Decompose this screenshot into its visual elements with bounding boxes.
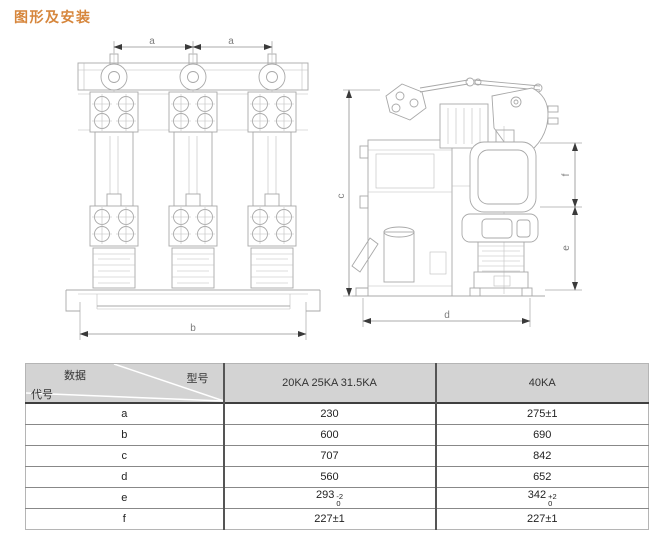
dim-label-f: f bbox=[561, 173, 572, 176]
row-code: a bbox=[25, 402, 224, 425]
side-view-drawing: c f e d bbox=[336, 77, 582, 327]
dim-label-d: d bbox=[444, 310, 450, 321]
column-header-model-2: 40KA bbox=[434, 363, 649, 403]
tolerance-lower: 0 bbox=[336, 499, 341, 508]
corner-diagonal-lines bbox=[26, 364, 224, 402]
row-code: c bbox=[25, 445, 224, 467]
tolerance-upper: -2 bbox=[336, 491, 344, 501]
row-code: b bbox=[25, 424, 224, 446]
row-value-1: 707 bbox=[222, 445, 436, 467]
table-row: f 227±1 227±1 bbox=[25, 508, 649, 530]
dimension-spec-table: 数据 型号 代号 20KA 25KA 31.5KA 40KA a 230 275… bbox=[25, 363, 649, 530]
dim-label-e: e bbox=[561, 245, 572, 251]
corner-label-code: 代号 bbox=[31, 389, 53, 401]
column-header-model-1: 20KA 25KA 31.5KA bbox=[222, 363, 436, 403]
table-row: a 230 275±1 bbox=[25, 402, 649, 425]
page-title: 图形及安装 bbox=[14, 9, 92, 25]
row-value-2: 227±1 bbox=[434, 508, 649, 530]
row-value-2: 652 bbox=[434, 466, 649, 488]
front-view-drawing: a a b bbox=[65, 36, 321, 340]
row-value-2: 690 bbox=[434, 424, 649, 446]
corner-label-model: 型号 bbox=[186, 373, 209, 385]
dim-label-a-right: a bbox=[228, 36, 234, 47]
row-value-1: 600 bbox=[222, 424, 436, 446]
dim-label-c: c bbox=[336, 194, 347, 199]
tolerance-base: 342 bbox=[527, 488, 547, 501]
table-header-row: 数据 型号 代号 20KA 25KA 31.5KA 40KA bbox=[25, 363, 649, 403]
table-row: b 600 690 bbox=[25, 424, 649, 446]
row-value-1: 230 bbox=[222, 402, 436, 425]
corner-header-cell: 数据 型号 代号 bbox=[25, 363, 224, 403]
row-value-2: 275±1 bbox=[434, 402, 649, 425]
dim-label-b: b bbox=[190, 323, 196, 334]
dim-label-a-left: a bbox=[149, 36, 155, 47]
table-row: d 560 652 bbox=[25, 466, 649, 488]
row-value-2: 842 bbox=[434, 445, 649, 467]
technical-drawing: a a b bbox=[65, 36, 582, 340]
tolerance-lower: 0 bbox=[548, 499, 553, 508]
table-row: c 707 842 bbox=[25, 445, 649, 467]
row-code: e bbox=[25, 487, 224, 509]
tolerance-upper: +2 bbox=[548, 491, 557, 501]
row-value-1: 560 bbox=[222, 466, 436, 488]
row-value-1: 227±1 bbox=[222, 508, 436, 530]
row-code: d bbox=[25, 466, 224, 488]
row-code: f bbox=[25, 508, 224, 530]
corner-label-data: 数据 bbox=[64, 370, 86, 382]
tolerance-base: 293 bbox=[315, 488, 335, 501]
